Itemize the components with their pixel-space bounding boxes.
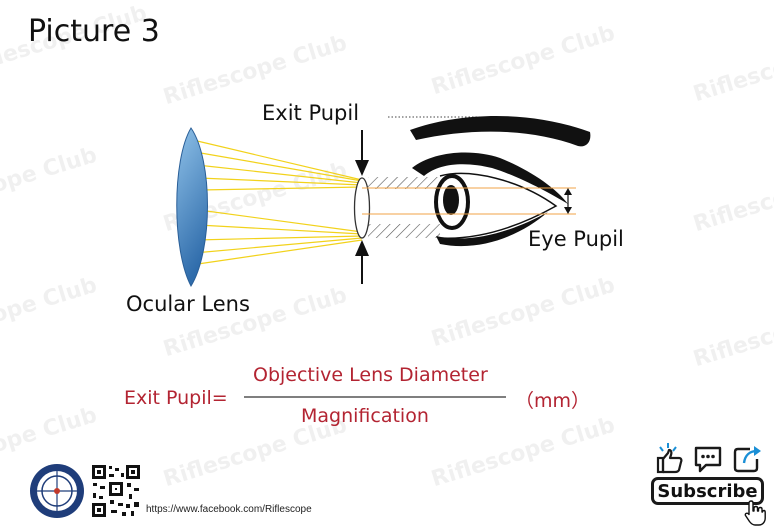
exit-pupil-lens: [353, 177, 371, 239]
light-rays: [190, 139, 363, 266]
arrow-down-icon: [355, 160, 369, 176]
arrow-up-icon: [355, 240, 369, 256]
pupil-shape: [443, 185, 459, 215]
subscribe-button[interactable]: Subscribe: [651, 477, 764, 505]
arrow-down-icon: [564, 207, 572, 214]
comment-icon[interactable]: [692, 443, 724, 475]
formula-unit: （mm）: [515, 390, 591, 412]
exit-pupil-label: Exit Pupil: [262, 101, 360, 125]
formula-lhs: Exit Pupil=: [124, 387, 228, 409]
page-title: Picture 3: [28, 14, 160, 49]
eyeball-outline: [439, 172, 558, 239]
exit-beam-bottom: [368, 224, 440, 238]
like-icon[interactable]: [654, 441, 688, 475]
upper-eyelid-shape: [412, 152, 568, 204]
ocular-lens-label: Ocular Lens: [126, 292, 250, 316]
club-seal-icon: [30, 464, 84, 518]
facebook-link[interactable]: https://www.facebook.com/Riflescope: [146, 504, 312, 515]
cursor-hand-icon: [744, 500, 766, 526]
exit-beam-top: [368, 177, 440, 189]
qr-code-icon: [91, 464, 141, 518]
formula-numerator: Objective Lens Diameter: [253, 364, 488, 386]
share-icon[interactable]: [730, 441, 764, 475]
formula-denominator: Magnification: [301, 405, 429, 427]
lower-eyelid-shape: [436, 212, 548, 247]
eye-pupil-lines: [362, 187, 576, 215]
eye-pupil-label: Eye Pupil: [528, 227, 624, 251]
eyebrow-shape: [410, 116, 591, 147]
arrow-up-icon: [564, 188, 572, 195]
ocular-lens-shape: [176, 127, 208, 288]
